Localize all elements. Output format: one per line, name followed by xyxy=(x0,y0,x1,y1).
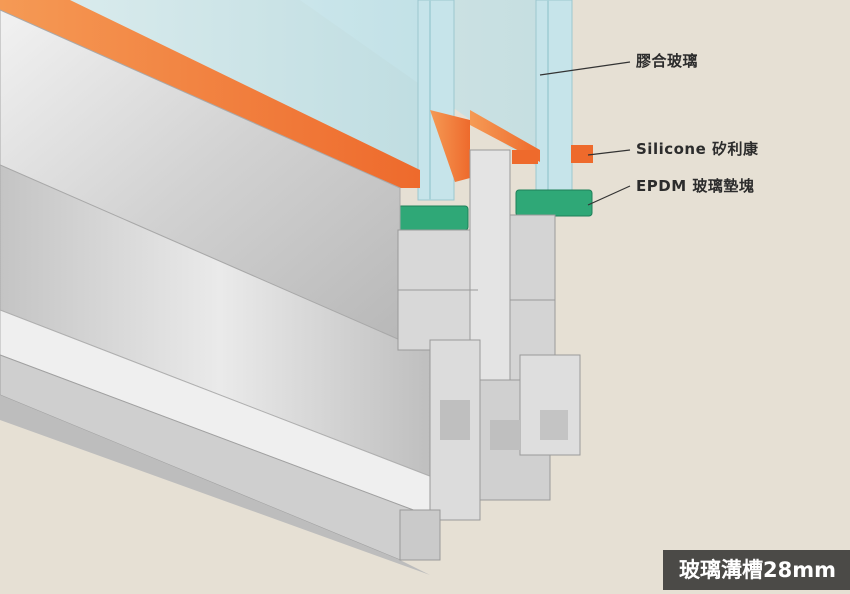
leader-silicone xyxy=(587,149,631,156)
aluminum-frame xyxy=(0,9,581,575)
epdm-blocks xyxy=(397,189,593,231)
caption-glass-groove: 玻璃溝槽28mm xyxy=(663,550,850,590)
silicone-strips xyxy=(0,0,593,188)
label-laminated-glass: 膠合玻璃 xyxy=(636,52,699,70)
label-epdm: EPDM 玻璃墊塊 xyxy=(636,177,755,195)
leader-epdm xyxy=(587,185,631,206)
label-silicone: Silicone 矽利康 xyxy=(636,140,759,158)
callout-leaders xyxy=(539,61,631,206)
leader-laminated xyxy=(539,61,631,76)
